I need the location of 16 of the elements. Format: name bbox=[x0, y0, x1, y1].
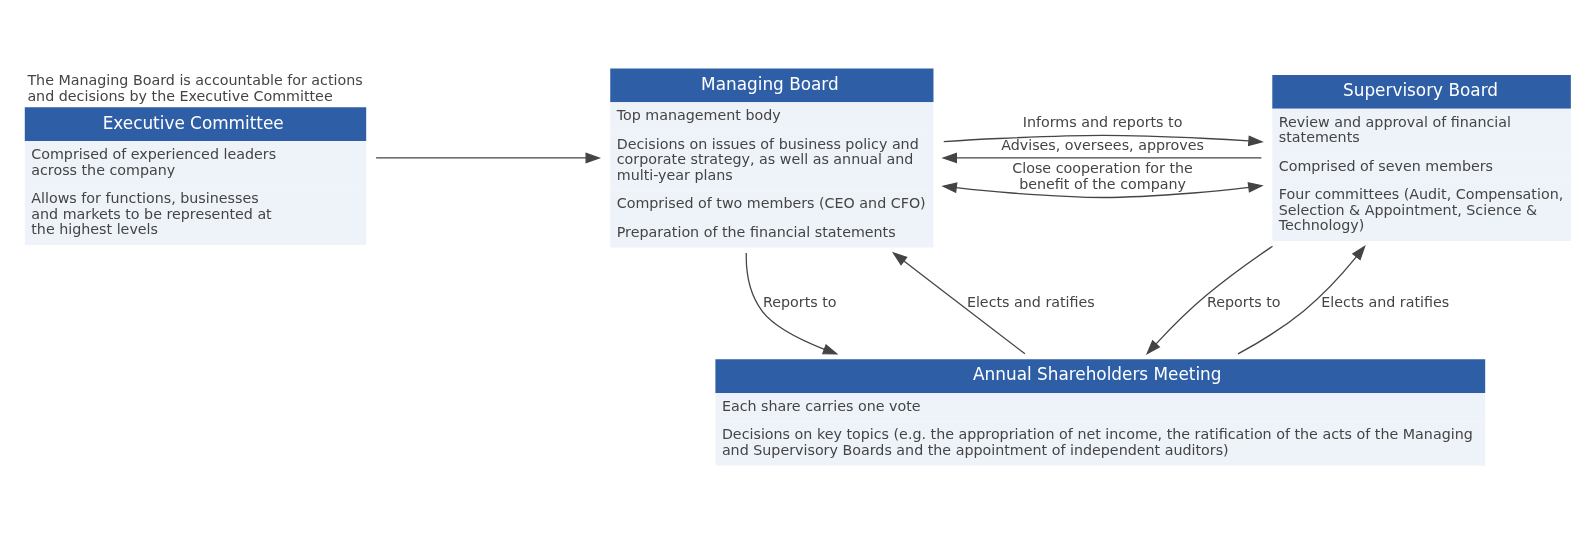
arrow bbox=[1237, 244, 1366, 355]
arrow bbox=[375, 152, 602, 164]
arrow bbox=[891, 251, 1026, 355]
arrow bbox=[943, 134, 1264, 147]
edge-label: Elects and ratifies bbox=[1321, 293, 1450, 310]
arrow bbox=[745, 252, 839, 355]
edge-label: Elects and ratifies bbox=[966, 293, 1095, 310]
arrow bbox=[1145, 245, 1274, 355]
edge-label: Informs and reports to bbox=[1022, 113, 1183, 130]
edge-label: Close cooperation for the benefit of the company bbox=[1012, 160, 1193, 192]
edge-label: Reports to bbox=[1206, 293, 1281, 310]
node-label: The Managing Board is accountable for actions and decisions by the Executive Committee bbox=[27, 72, 363, 104]
arrow bbox=[941, 152, 1263, 164]
arrow bbox=[941, 182, 1264, 199]
edge-label: Advises, oversees, approves bbox=[1001, 136, 1204, 153]
edge-label: Reports to bbox=[762, 293, 837, 310]
